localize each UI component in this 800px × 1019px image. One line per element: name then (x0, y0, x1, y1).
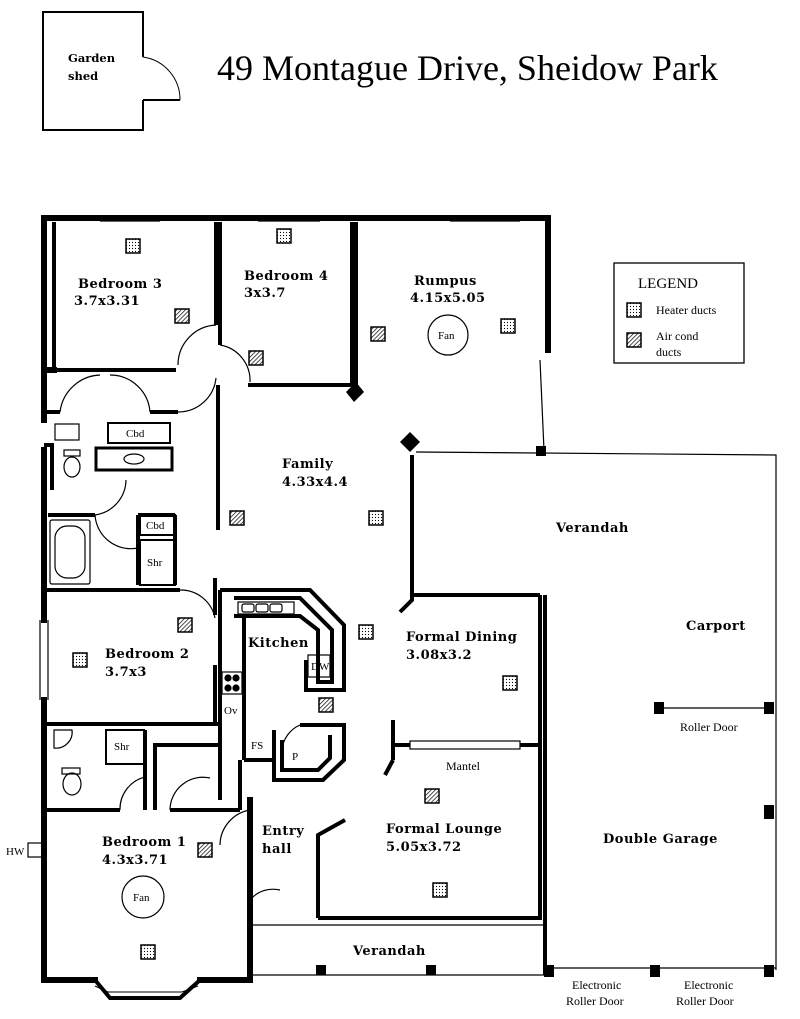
roller-door-label: Roller Door (680, 720, 738, 734)
bay-window (93, 978, 202, 1000)
double-garage-label: Double Garage (603, 832, 718, 847)
entry-label: Entry (262, 824, 304, 839)
legend-heater-label: Heater ducts (656, 303, 717, 317)
hw-label: HW (6, 846, 25, 858)
rumpus-size: 4.15x5.05 (410, 291, 486, 306)
family-name: Family (282, 457, 333, 472)
bedroom4-size: 3x3.7 (244, 286, 286, 301)
fan-rumpus-label: Fan (438, 330, 455, 342)
bedroom3-size: 3.7x3.31 (74, 294, 140, 309)
fan-bed1-label: Fan (133, 892, 150, 904)
fixtures (27, 423, 331, 858)
bedroom2-size: 3.7x3 (105, 665, 147, 680)
legend-box (613, 262, 745, 364)
bedroom4-name: Bedroom 4 (244, 269, 328, 284)
p-label: P (292, 751, 298, 763)
formal-lounge-name: Formal Lounge (386, 822, 502, 837)
formal-lounge-size: 5.05x3.72 (386, 840, 462, 855)
family-size: 4.33x4.4 (282, 475, 348, 490)
electronic-door-1-line2: Roller Door (566, 994, 624, 1008)
windows (39, 220, 520, 700)
garden-shed-label-2: shed (68, 69, 98, 83)
outer-walls (41, 215, 551, 983)
electronic-door-2-line2: Roller Door (676, 994, 734, 1008)
bedroom1-name: Bedroom 1 (102, 835, 186, 850)
shr-top-label: Shr (147, 557, 163, 569)
bedroom1-size: 4.3x3.71 (102, 853, 168, 868)
mantel-label: Mantel (446, 759, 481, 773)
rumpus-name: Rumpus (414, 274, 477, 289)
door-swings (43, 324, 301, 901)
fan-bedroom1 (121, 875, 165, 919)
verandah-side-label: Verandah (555, 521, 629, 536)
garden-shed (42, 11, 181, 131)
fs-label: FS (251, 740, 263, 752)
electronic-door-1-line1: Electronic (572, 978, 621, 992)
posts (316, 382, 774, 977)
cbd-top-label: Cbd (126, 428, 145, 440)
interior-walls (44, 222, 547, 975)
formal-dining-name: Formal Dining (406, 630, 517, 645)
garden-shed-label-1: Garden (68, 51, 116, 65)
shr-bottom-label: Shr (114, 741, 130, 753)
verandah-front-label: Verandah (352, 944, 426, 959)
electronic-door-2-line1: Electronic (684, 978, 733, 992)
carport-label: Carport (686, 619, 746, 634)
hall-label: hall (262, 842, 292, 857)
dw-label: DW (311, 661, 330, 673)
formal-dining-size: 3.08x3.2 (406, 648, 472, 663)
bedroom2-name: Bedroom 2 (105, 647, 189, 662)
ov-label: Ov (224, 705, 238, 717)
page-title: 49 Montague Drive, Sheidow Park (217, 48, 718, 88)
cbd-mid-label: Cbd (146, 520, 165, 532)
legend-aircon-label-2: ducts (656, 345, 682, 359)
legend-heading: LEGEND (638, 276, 698, 292)
fan-rumpus (427, 314, 469, 356)
aircon-ducts (174, 308, 642, 858)
kitchen-label: Kitchen (248, 636, 309, 651)
legend-aircon-label-1: Air cond (656, 329, 698, 343)
bedroom3-name: Bedroom 3 (78, 277, 162, 292)
